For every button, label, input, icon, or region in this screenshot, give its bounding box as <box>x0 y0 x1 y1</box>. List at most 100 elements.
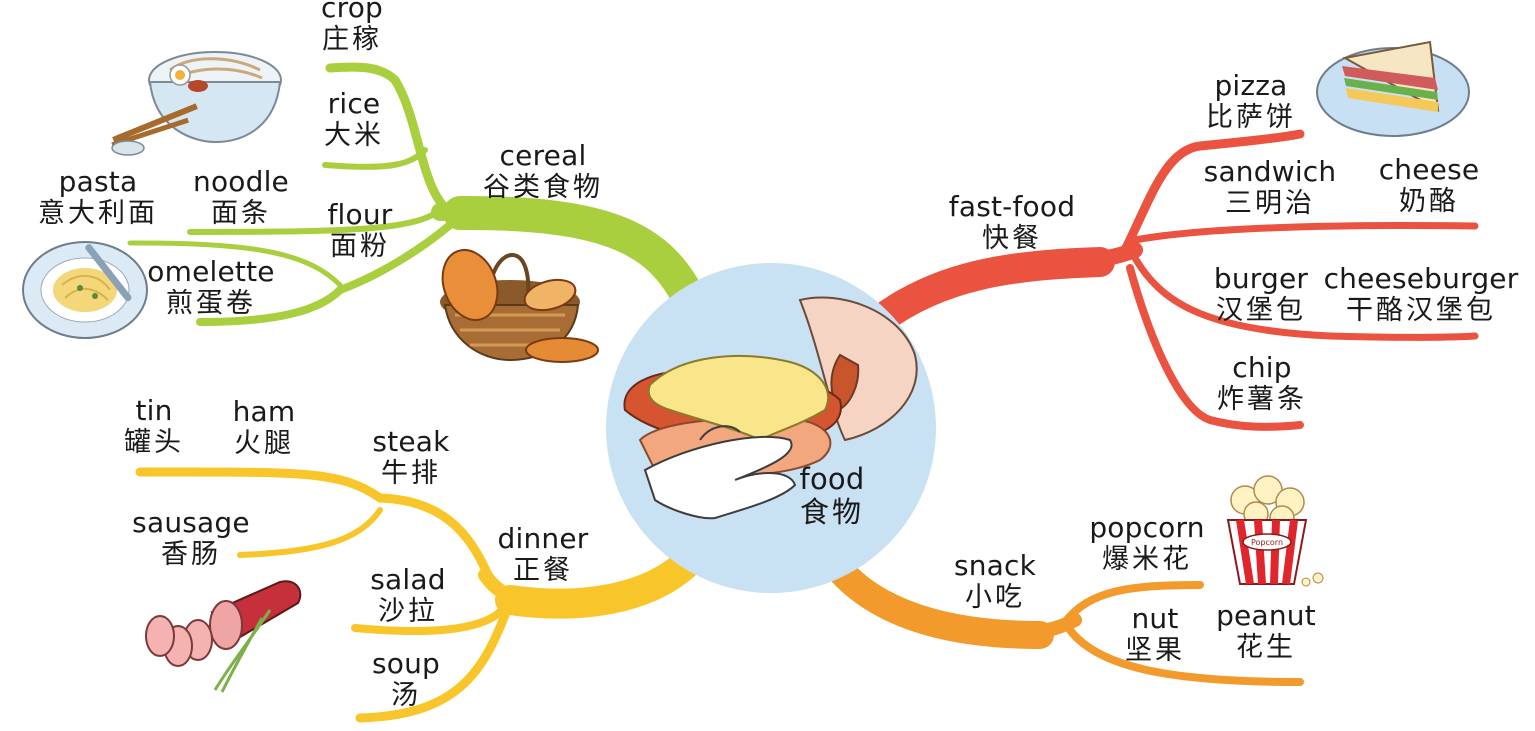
salad-label-en: salad <box>370 563 446 596</box>
nut-label-zh: 坚果 <box>1125 635 1185 667</box>
popcorn-picture: Popcorn <box>1226 475 1324 587</box>
peanut-label: peanut 花生 <box>1216 599 1316 664</box>
fastfood-chip-branch <box>1126 264 1304 431</box>
rice-label-zh: 大米 <box>324 120 384 152</box>
snack-peanut-branch <box>1066 626 1304 686</box>
steak-label: steak 牛排 <box>372 425 450 490</box>
dinner-label: dinner 正餐 <box>497 522 589 587</box>
bread-basket-picture <box>440 249 599 363</box>
salad-label-zh: 沙拉 <box>378 596 438 628</box>
sausage-label-en: sausage <box>132 506 250 539</box>
cereal-noodle-branch <box>187 202 448 235</box>
cereal-upper-limb <box>325 62 455 217</box>
popcorn-box-text: Popcorn <box>1251 538 1283 547</box>
fastfood-label-en: fast-food <box>948 190 1076 223</box>
cheeseburger-label-en: cheeseburger <box>1323 262 1519 295</box>
snack-popcorn-branch <box>1061 581 1204 626</box>
fastfood-branch <box>865 129 1479 431</box>
omelette-label-zh: 煎蛋卷 <box>166 288 256 320</box>
noodle-label: noodle 面条 <box>193 165 289 230</box>
ham-label-en: ham <box>232 395 296 428</box>
fastfood-label: fast-food 快餐 <box>948 190 1076 255</box>
sandwich-label: sandwich 三明治 <box>1203 155 1337 220</box>
ham-label: ham 火腿 <box>232 395 296 460</box>
soup-label-en: soup <box>371 647 441 680</box>
cereal-label: cereal 谷类食物 <box>483 139 603 204</box>
nut-label: nut 坚果 <box>1125 602 1185 667</box>
fastfood-cheese-branch <box>1131 222 1479 244</box>
burger-label: burger 汉堡包 <box>1213 262 1309 327</box>
steak-label-en: steak <box>372 425 450 458</box>
flour-label-en: flour <box>327 198 393 231</box>
pasta-label-zh: 意大利面 <box>38 198 158 230</box>
cereal-label-zh: 谷类食物 <box>483 172 603 204</box>
center-label-en: food <box>799 462 865 496</box>
chip-label-zh: 炸薯条 <box>1217 384 1307 416</box>
tin-label-zh: 罐头 <box>124 427 184 459</box>
center-label-zh: 食物 <box>799 495 864 530</box>
fastfood-cheeseburger-branch <box>1131 254 1479 341</box>
rice-label: rice 大米 <box>324 87 384 152</box>
pizza-label: pizza 比萨饼 <box>1206 69 1296 133</box>
steak-label-zh: 牛排 <box>380 458 441 490</box>
cheeseburger-label-zh: 干酪汉堡包 <box>1345 295 1496 327</box>
crop-label-zh: 庄稼 <box>322 24 382 56</box>
flour-label: flour 面粉 <box>327 198 393 263</box>
pasta-label-en: pasta <box>58 165 138 198</box>
snack-branch <box>826 556 1304 686</box>
cheese-label-zh: 奶酪 <box>1398 186 1459 218</box>
chip-label-en: chip <box>1232 351 1292 384</box>
snack-label-en: snack <box>953 549 1037 582</box>
cereal-lower-limb <box>196 221 454 326</box>
rice-label-en: rice <box>327 87 381 120</box>
burger-label-zh: 汉堡包 <box>1215 295 1306 327</box>
noodle-bowl-picture <box>111 51 282 156</box>
crop-label: crop 庄稼 <box>321 0 383 55</box>
dinner-label-en: dinner <box>497 522 589 555</box>
omelette-label: omelette 煎蛋卷 <box>147 255 275 320</box>
dinner-sausage-branch <box>237 507 383 558</box>
soup-label-zh: 汤 <box>390 680 421 712</box>
cheeseburger-label: cheeseburger 干酪汉堡包 <box>1323 262 1519 327</box>
tin-label-en: tin <box>135 394 173 427</box>
popcorn-label-en: popcorn <box>1089 511 1205 544</box>
sausage-label: sausage 香肠 <box>132 506 250 571</box>
dinner-branch <box>135 467 705 723</box>
peanut-label-en: peanut <box>1216 599 1316 632</box>
cheese-label-en: cheese <box>1378 153 1480 186</box>
sandwich-picture <box>1316 40 1470 137</box>
popcorn-label-zh: 爆米花 <box>1102 544 1192 576</box>
sausage-label-zh: 香肠 <box>160 539 221 571</box>
hotdog-hand-picture <box>623 296 918 520</box>
ham-picture <box>145 580 302 693</box>
fastfood-pizza-branch <box>1120 129 1305 255</box>
snack-label: snack 小吃 <box>953 549 1037 614</box>
sandwich-label-en: sandwich <box>1203 155 1337 188</box>
noodle-label-zh: 面条 <box>211 198 271 230</box>
cereal-branch <box>127 62 707 326</box>
nut-label-en: nut <box>1131 602 1179 635</box>
cheese-label: cheese 奶酪 <box>1378 153 1480 218</box>
pizza-label-en: pizza <box>1214 69 1288 102</box>
popcorn-label: popcorn 爆米花 <box>1089 511 1205 576</box>
snack-label-zh: 小吃 <box>964 582 1025 614</box>
center-label: food 食物 <box>799 462 865 530</box>
chip-label: chip 炸薯条 <box>1217 351 1307 416</box>
cereal-label-en: cereal <box>499 139 587 172</box>
dinner-soup-branch <box>355 610 510 723</box>
cereal-rice-branch <box>322 147 428 170</box>
sandwich-label-zh: 三明治 <box>1225 188 1315 220</box>
ham-label-zh: 火腿 <box>234 428 294 460</box>
tin-label: tin 罐头 <box>124 394 184 459</box>
fastfood-label-zh: 快餐 <box>981 223 1042 255</box>
cereal-pasta-branch <box>127 240 343 288</box>
burger-label-en: burger <box>1213 262 1309 295</box>
cereal-trunk-tip <box>431 202 569 224</box>
dinner-label-zh: 正餐 <box>512 555 573 587</box>
soup-label: soup 汤 <box>371 647 441 712</box>
omelette-label-en: omelette <box>147 255 275 288</box>
peanut-label-zh: 花生 <box>1236 632 1296 664</box>
flour-label-zh: 面粉 <box>330 231 390 263</box>
crop-label-en: crop <box>321 0 383 24</box>
